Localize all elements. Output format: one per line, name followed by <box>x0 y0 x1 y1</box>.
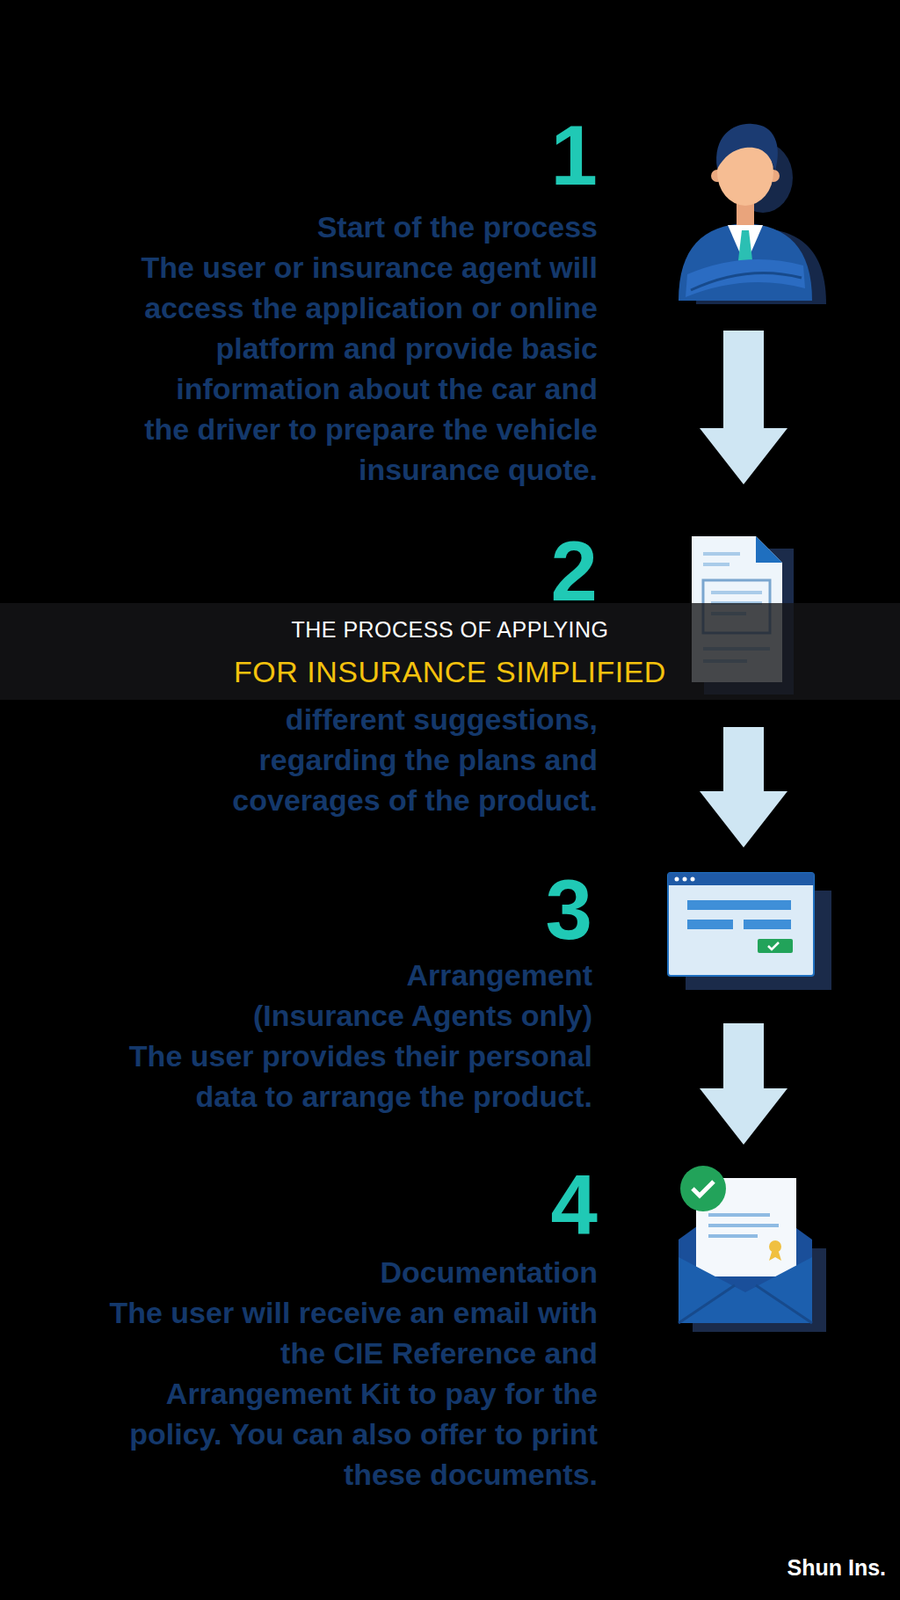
process-step: 1Start of the processThe user or insuran… <box>17 111 598 490</box>
process-step: 4DocumentationThe user will receive an e… <box>17 1161 598 1495</box>
step-number: 3 <box>12 865 593 954</box>
envelope-icon <box>678 1165 827 1332</box>
step-body: The user provides their personal data to… <box>125 1035 593 1117</box>
step-number: 1 <box>17 111 598 200</box>
step-heading: Start of the process <box>17 206 598 247</box>
step-body: different suggestions, regarding the pla… <box>229 698 598 821</box>
process-step: 3Arrangement (Insurance Agents only)The … <box>12 865 593 1117</box>
flow-arrow <box>699 726 788 848</box>
flow-arrow <box>699 1023 788 1145</box>
step-body: The user will receive an email with the … <box>106 1291 598 1495</box>
flow-arrow <box>699 330 788 485</box>
watermark: Shun Ins. <box>787 1553 887 1581</box>
title-banner <box>0 602 900 700</box>
agent-icon <box>678 123 827 305</box>
step-number: 2 <box>17 527 598 616</box>
step-heading: Documentation <box>377 1251 598 1292</box>
step-number: 4 <box>17 1161 598 1249</box>
form-window-icon <box>667 872 832 990</box>
step-heading: Arrangement (Insurance Agents only) <box>248 954 593 1036</box>
step-body: The user or insurance agent will access … <box>137 246 598 490</box>
